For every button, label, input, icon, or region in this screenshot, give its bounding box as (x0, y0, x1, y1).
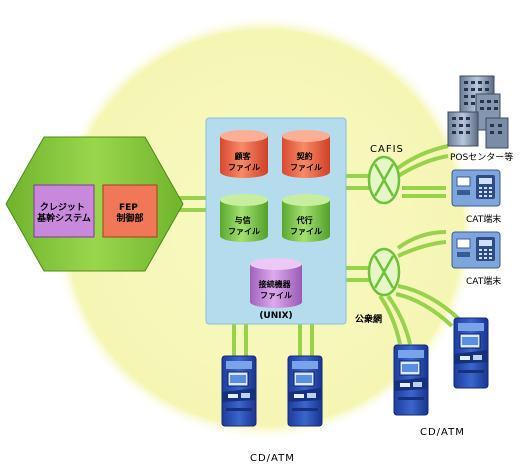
contract-file-label-2: ファイル (290, 163, 322, 172)
customer-file-label-2: ファイル (228, 163, 260, 172)
atm-bottom-right-icon (287, 355, 323, 427)
svg-text:代行 ファイル: 代行 ファイル (290, 215, 322, 236)
agency-file-label-2: ファイル (290, 227, 322, 236)
svg-text:クレジット 基幹システム: クレジット 基幹システム (36, 202, 91, 224)
credit-file-label-2: ファイル (228, 227, 260, 236)
svg-text:与信 ファイル: 与信 ファイル (228, 215, 260, 236)
server-caption: (UNIX) (259, 311, 292, 321)
cdatm-bottom-label: CD/ATM (250, 453, 295, 464)
cat-terminal-1-icon (451, 169, 501, 207)
db-customer-file: 顧客 ファイル (220, 130, 268, 178)
public-network-icon (367, 247, 401, 297)
customer-file-label-1: 顧客 (235, 151, 252, 161)
svg-text:顧客 ファイル: 顧客 ファイル (228, 151, 260, 172)
fep-label-1: FEP (119, 203, 138, 213)
contract-file-label-1: 契約 (296, 151, 313, 161)
cat-terminal-1-label: CAT端末 (466, 213, 501, 225)
atm-bottom-left-icon (221, 355, 257, 427)
atm-right-upper-icon (453, 317, 489, 389)
db-agency-file: 代行 ファイル (282, 194, 330, 242)
db-device-file: 接続機器 ファイル (250, 258, 302, 308)
cat-terminal-2-icon (451, 231, 501, 269)
db-contract-file: 契約 ファイル (282, 130, 330, 178)
fep-box (102, 184, 158, 238)
atm-right-lower-icon (393, 344, 429, 416)
device-file-label-2: ファイル (260, 291, 292, 300)
svg-text:接続機器 ファイル: 接続機器 ファイル (259, 279, 294, 300)
pos-center-building-icon (447, 75, 509, 149)
svg-text:契約 ファイル: 契約 ファイル (290, 151, 322, 172)
credit-system-label-2: 基幹システム (36, 212, 91, 224)
cat-terminal-2-label: CAT端末 (466, 275, 501, 287)
agency-file-label-1: 代行 (296, 215, 313, 225)
public-network-label: 公衆網 (355, 313, 382, 325)
svg-text:FEP 制御部: FEP 制御部 (116, 203, 143, 224)
credit-file-label-1: 与信 (235, 215, 251, 225)
connection-lines (178, 144, 462, 358)
device-file-label-1: 接続機器 (259, 279, 292, 289)
cafis-label: CAFIS (370, 144, 404, 155)
credit-system-label-1: クレジット (40, 202, 85, 213)
credit-system-box (33, 184, 95, 238)
cafis-network-icon (367, 155, 401, 205)
db-credit-file: 与信 ファイル (220, 194, 268, 242)
fep-label-2: 制御部 (116, 212, 143, 224)
cdatm-right-label: CD/ATM (420, 427, 465, 438)
pos-center-label: POSセンター等 (450, 151, 513, 163)
